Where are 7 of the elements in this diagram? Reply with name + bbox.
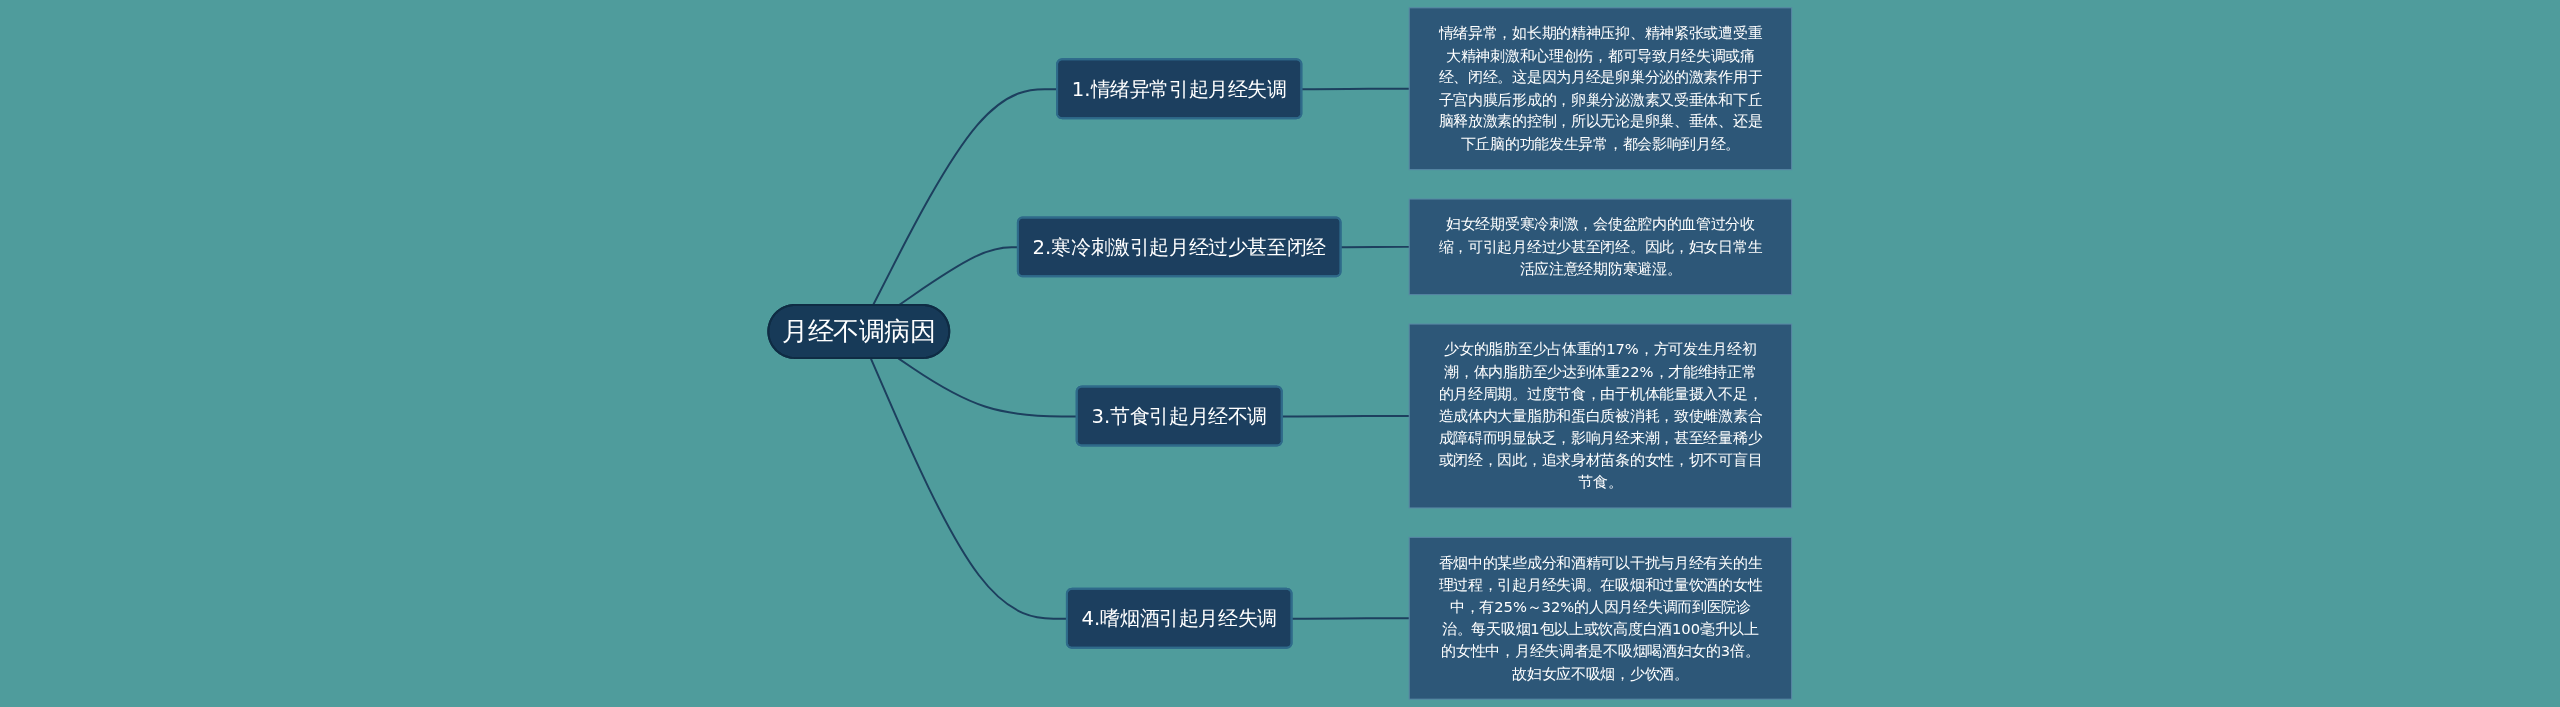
node-box: 少女的脂肪至少占体重的17%，方可发生月经初潮，体内脂肪至少达到体重22%，才能维持正常的月经周期。过度节食，由于机体能量摄入不足，造成体内大量脂肪和蛋白质被消耗，致使雌激素合成障碍而明显缺乏，影响月经来潮，甚至经量稀少或闭经，因此，追求身材苗条的女性，切不可盲目节食。 [1408,323,1793,509]
connector [1281,415,1411,418]
connector [1340,245,1411,249]
connector [1291,617,1411,620]
node-box: 情绪异常，如长期的精神压抑、精神紧张或遭受重大精神刺激和心理创伤，都可导致月经失调或痛经、闭经。这是因为月经是卵巢分泌的激素作用于子宫内膜后形成的，卵巢分泌激素又受垂体和下丘脑释放激素的控制，所以无论是卵巢、垂体、还是下丘脑的功能发生异常，都会影响到月经。 [1408,7,1793,171]
node-box: 妇女经期受寒冷刺激，会使盆腔内的血管过分收缩，可引起月经过少甚至闭经。因此，妇女日常生活应注意经期防寒避湿。 [1408,198,1793,296]
node-box: 香烟中的某些成分和酒精可以干扰与月经有关的生理过程，引起月经失调。在吸烟和过量饮酒的女性中，有25%～32%的人因月经失调而到医院诊治。每天吸烟1包以上或饮高度白酒100毫升以上的女性中，月经失调者是不吸烟喝酒妇女的3倍。故妇女应不吸烟，少饮酒。 [1408,536,1793,700]
